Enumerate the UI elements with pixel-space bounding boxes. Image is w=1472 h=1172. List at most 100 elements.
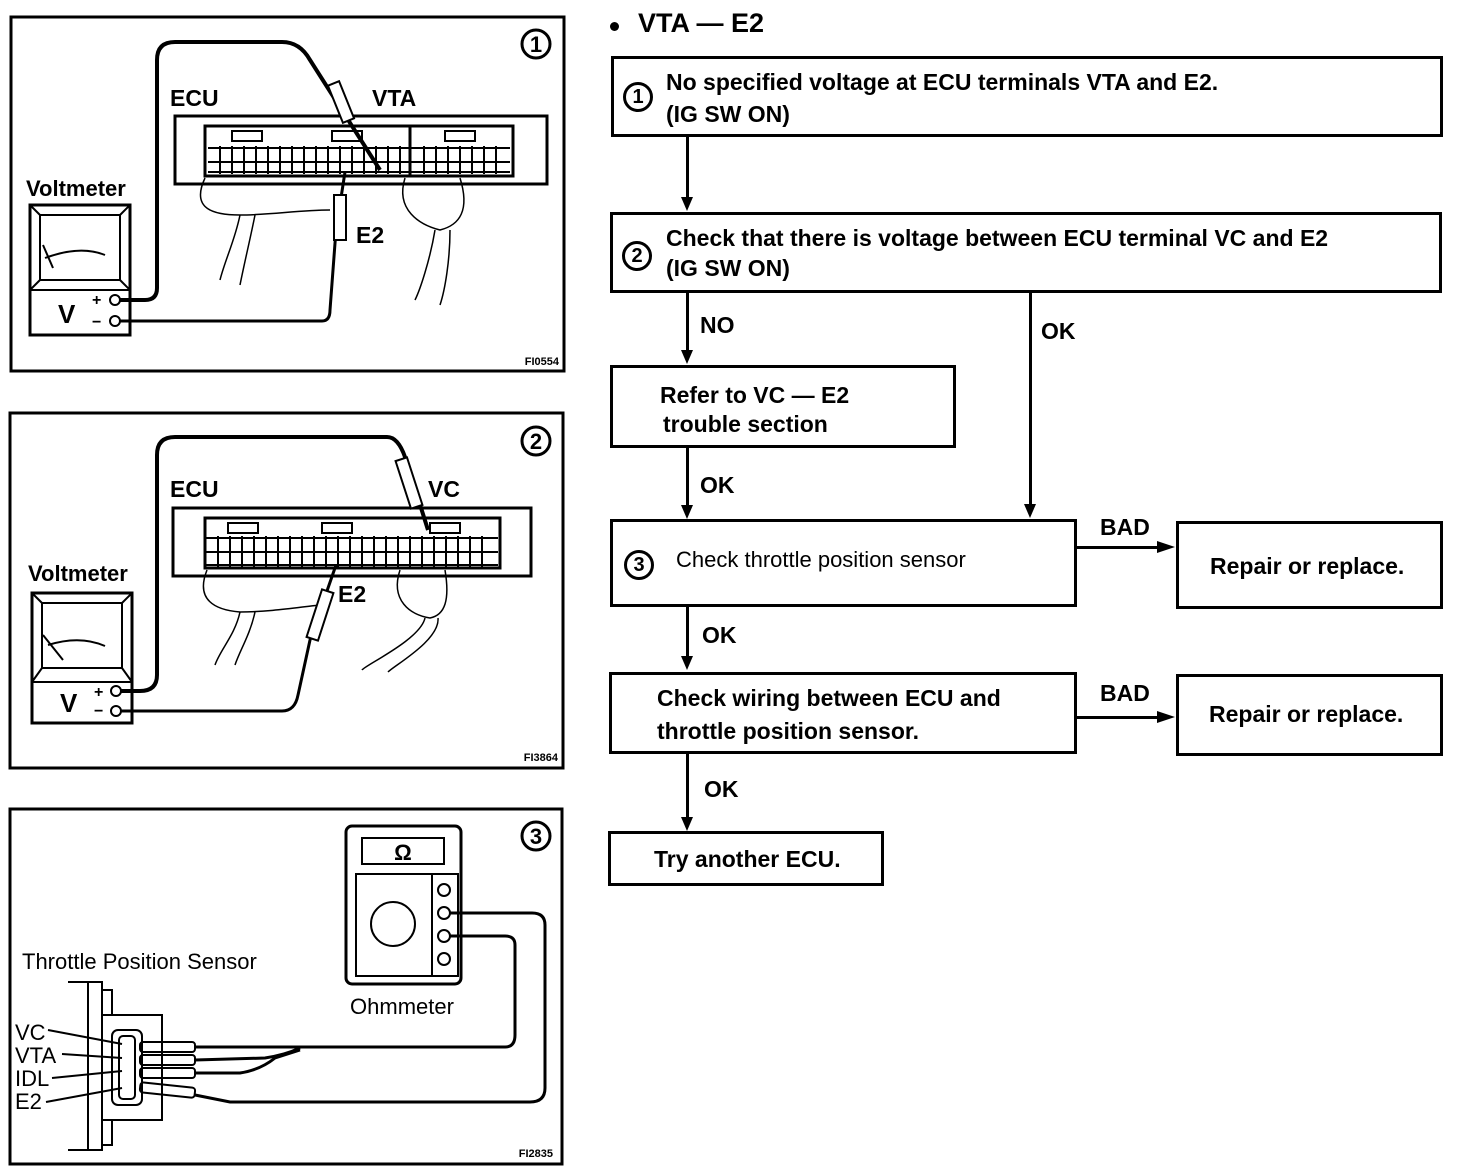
bullet-icon: [610, 22, 619, 31]
connector-line: [686, 137, 689, 197]
connector-pins: [208, 130, 510, 174]
wire-harness: [199, 177, 465, 306]
ground-label: E2: [356, 222, 384, 248]
step-2-line1: Check that there is voltage between ECU …: [666, 225, 1329, 251]
voltmeter-icon: V + −: [30, 591, 134, 725]
edge-label-ok-refer: OK: [700, 472, 735, 498]
probe: [394, 456, 424, 510]
step-1-box: 1 No specified voltage at ECU terminals …: [611, 56, 1443, 137]
throttle-sensor-icon: [68, 981, 163, 1151]
connector-line: [1077, 716, 1159, 719]
connector-line: [686, 448, 689, 506]
ecu-label: ECU: [170, 85, 219, 111]
terminal-label-idl: IDL: [15, 1066, 49, 1091]
step-3-box: 3 Check throttle position sensor: [610, 519, 1077, 607]
edge-label-ok-right: OK: [1041, 318, 1076, 344]
step-2-number: 2: [622, 241, 652, 271]
edge-label-ok-wiring: OK: [704, 776, 739, 802]
figure-2-number-circle: [520, 425, 552, 457]
terminal-label-vc: VC: [15, 1020, 46, 1045]
sensor-label: Throttle Position Sensor: [22, 949, 257, 974]
wiring-line1: Check wiring between ECU and: [657, 685, 1001, 711]
figure-1-number-circle: [520, 28, 552, 60]
connector-line: [686, 607, 689, 657]
ecu-label: ECU: [170, 476, 219, 502]
probe: [305, 588, 335, 642]
figure-1-frame: [9, 15, 566, 373]
probe-label: VC: [428, 476, 460, 502]
ohmmeter-icon: Ω: [344, 824, 463, 986]
figure-2-number: 2: [530, 429, 542, 454]
repair-box-2: Repair or replace.: [1176, 674, 1443, 756]
step-3-text: Check throttle position sensor: [676, 547, 966, 572]
try-ecu-text: Try another ECU.: [654, 846, 841, 872]
wiring-line2: throttle position sensor.: [657, 718, 919, 744]
ohm-symbol: Ω: [394, 840, 412, 865]
wiring-box: Check wiring between ECU and throttle po…: [609, 672, 1077, 754]
figure-3-number-circle: [520, 820, 552, 852]
positive-lead: [121, 435, 430, 693]
voltmeter-label: Voltmeter: [28, 561, 128, 586]
arrow-right-icon: [1157, 711, 1175, 723]
probe: [326, 79, 356, 125]
repair-2-text: Repair or replace.: [1209, 701, 1404, 727]
voltmeter-unit: V: [58, 299, 76, 329]
figure-3-code: FI2835: [519, 1148, 553, 1160]
plus-sign: +: [94, 684, 103, 701]
figure-3-frame: [8, 807, 564, 1166]
repair-1-text: Repair or replace.: [1210, 553, 1405, 579]
connector-line: [686, 754, 689, 818]
ohmmeter-label: Ohmmeter: [350, 994, 454, 1019]
ecu-connector: [408, 124, 515, 178]
edge-label-bad-2: BAD: [1100, 680, 1150, 706]
ecu-connector: [203, 516, 502, 570]
ecu-body: [171, 506, 533, 578]
figure-1-number: 1: [530, 32, 542, 57]
arrow-down-icon: [681, 350, 693, 364]
ecu-body: [173, 114, 549, 186]
terminal-pointers: [45, 1029, 123, 1103]
voltmeter-icon: V + −: [28, 203, 132, 337]
arrow-down-icon: [681, 197, 693, 211]
negative-lead: [120, 171, 347, 323]
terminal-label-e2: E2: [15, 1089, 42, 1114]
step-1-line2: (IG SW ON): [666, 101, 790, 127]
step-1-number: 1: [623, 82, 653, 112]
plus-sign: +: [92, 292, 101, 309]
minus-sign: −: [92, 314, 101, 331]
ground-label: E2: [338, 581, 366, 607]
figure-2-code: FI3864: [524, 752, 559, 764]
arrow-down-icon: [681, 505, 693, 519]
voltmeter-unit: V: [60, 688, 78, 718]
connector-line: [686, 293, 689, 351]
edge-label-bad-1: BAD: [1100, 514, 1150, 540]
illustrations: 1 ECU VTA E2 Voltmeter V +: [8, 15, 566, 1166]
arrow-down-icon: [1024, 504, 1036, 518]
probe: [333, 194, 347, 241]
sensor-leads: [138, 911, 547, 1104]
refer-line1: Refer to VC — E2: [660, 382, 850, 408]
arrow-down-icon: [681, 656, 693, 670]
edge-label-no: NO: [700, 312, 735, 338]
voltmeter-label: Voltmeter: [26, 176, 126, 201]
arrow-right-icon: [1157, 541, 1175, 553]
refer-line2: trouble section: [663, 411, 828, 437]
probe-label: VTA: [372, 85, 416, 111]
step-3-number: 3: [624, 550, 654, 580]
figure-2-frame: [8, 411, 565, 770]
figure-2: 2 ECU VC E2 Voltmeter V + −: [8, 411, 565, 770]
step-1-line1: No specified voltage at ECU terminals VT…: [666, 69, 1219, 95]
refer-box: Refer to VC — E2 trouble section: [610, 365, 956, 448]
figure-3-number: 3: [530, 824, 542, 849]
positive-lead: [120, 40, 382, 302]
flowchart-title: VTA — E2: [638, 8, 765, 38]
figure-3: 3 Ω Ohmmeter Throttle Position Sensor: [8, 807, 564, 1166]
arrow-down-icon: [681, 817, 693, 831]
step-2-box: 2 Check that there is voltage between EC…: [610, 212, 1442, 293]
step-2-line2: (IG SW ON): [666, 255, 790, 281]
connector-line: [1077, 546, 1159, 549]
repair-box-1: Repair or replace.: [1176, 521, 1443, 609]
connector-line: [1029, 293, 1032, 505]
connector-pins: [206, 522, 498, 567]
wire-harness: [202, 569, 448, 673]
